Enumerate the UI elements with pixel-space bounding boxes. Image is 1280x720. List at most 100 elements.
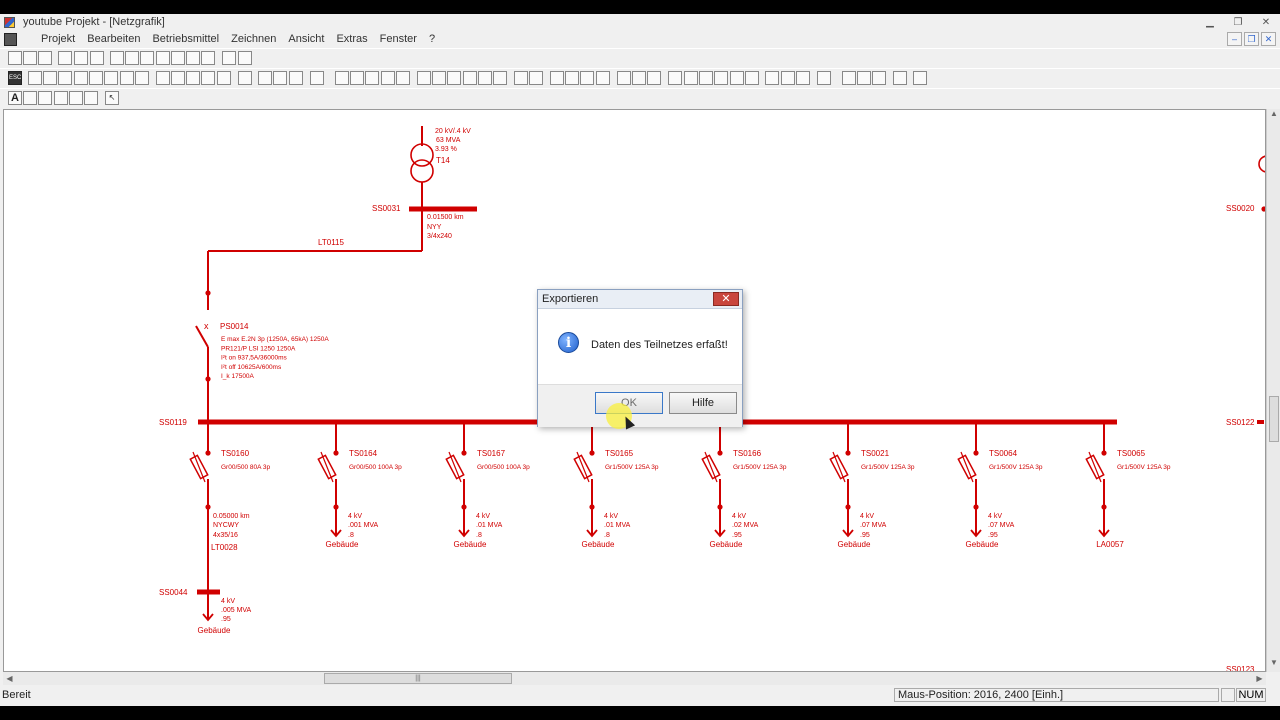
tb2-tool-button[interactable]	[745, 71, 759, 85]
vertical-scrollbar[interactable]: ▲ ▼	[1266, 109, 1280, 672]
tb2-tool-button[interactable]	[58, 71, 72, 85]
menu-item-3[interactable]: Zeichnen	[231, 33, 277, 45]
tb2-tool-button[interactable]	[765, 71, 779, 85]
tb2-tool-button[interactable]	[684, 71, 698, 85]
scroll-right-icon[interactable]: ▶	[1256, 674, 1263, 683]
menu-item-1[interactable]: Bearbeiten	[87, 33, 141, 45]
tb2-tool-button[interactable]	[381, 71, 395, 85]
scroll-up-icon[interactable]: ▲	[1270, 109, 1278, 118]
doc-minimize-icon[interactable]: –	[1227, 32, 1242, 46]
tb1-tool-button[interactable]	[222, 51, 236, 65]
tb1-tool-button[interactable]	[23, 51, 37, 65]
tb1-tool-button[interactable]	[201, 51, 215, 65]
maximize-icon[interactable]: ❐	[1233, 17, 1243, 28]
tb1-tool-button[interactable]	[125, 51, 139, 65]
tb2-tool-button[interactable]	[417, 71, 431, 85]
horizontal-scroll-thumb[interactable]: |||	[324, 673, 512, 684]
menu-item-0[interactable]: Projekt	[41, 33, 76, 45]
tb2-tool-button[interactable]	[258, 71, 272, 85]
tb2-tool-button[interactable]	[238, 71, 252, 85]
tb1-tool-button[interactable]	[186, 51, 200, 65]
tb2-tool-button[interactable]	[335, 71, 349, 85]
tb2-tool-button[interactable]	[550, 71, 564, 85]
dialog-close-button[interactable]: ✕	[713, 292, 739, 306]
menu-item-7[interactable]: ?	[428, 33, 436, 45]
tb2-tool-button[interactable]	[632, 71, 646, 85]
vertical-scroll-thumb[interactable]	[1269, 396, 1279, 442]
tb2-tool-button[interactable]	[120, 71, 134, 85]
app-icon[interactable]	[4, 17, 15, 28]
tb1-tool-button[interactable]	[110, 51, 124, 65]
tb1-tool-button[interactable]	[74, 51, 88, 65]
tb2-tool-button[interactable]	[647, 71, 661, 85]
tb2-tool-button[interactable]	[156, 71, 170, 85]
doc-restore-icon[interactable]: ❐	[1244, 32, 1259, 46]
tb2-tool-button[interactable]	[596, 71, 610, 85]
scroll-left-icon[interactable]: ◀	[6, 674, 13, 683]
tb3-tool-button[interactable]	[69, 91, 83, 105]
tb1-tool-button[interactable]	[38, 51, 52, 65]
tb2-tool-button[interactable]	[43, 71, 57, 85]
scroll-down-icon[interactable]: ▼	[1270, 658, 1278, 667]
tb2-tool-button[interactable]	[714, 71, 728, 85]
tb2-tool-button[interactable]	[217, 71, 231, 85]
tb1-tool-button[interactable]	[140, 51, 154, 65]
tb2-tool-button[interactable]	[668, 71, 682, 85]
tb2-tool-button[interactable]	[432, 71, 446, 85]
document-icon[interactable]	[4, 33, 17, 46]
tb2-tool-button[interactable]	[478, 71, 492, 85]
tb2-tool-button[interactable]	[463, 71, 477, 85]
tb3-tool-button[interactable]	[38, 91, 52, 105]
tb2-tool-button[interactable]	[529, 71, 543, 85]
tb2-tool-button[interactable]	[365, 71, 379, 85]
tb2-tool-button[interactable]	[817, 71, 831, 85]
tb2-tool-button[interactable]	[171, 71, 185, 85]
tb3-tool-button[interactable]	[23, 91, 37, 105]
tb2-tool-button[interactable]	[893, 71, 907, 85]
doc-close-icon[interactable]: ✕	[1261, 32, 1276, 46]
tb1-tool-button[interactable]	[90, 51, 104, 65]
minimize-icon[interactable]: ▁	[1206, 17, 1214, 28]
tb2-tool-button[interactable]	[89, 71, 103, 85]
horizontal-scrollbar[interactable]: ◀ ||| ▶	[3, 672, 1266, 685]
tb3-tool-button[interactable]	[84, 91, 98, 105]
tb1-tool-button[interactable]	[171, 51, 185, 65]
tb1-tool-button[interactable]	[8, 51, 22, 65]
tb2-tool-button[interactable]: ESC	[8, 71, 22, 85]
tb3-tool-button[interactable]: ↖	[105, 91, 119, 105]
tb2-tool-button[interactable]	[565, 71, 579, 85]
tb2-tool-button[interactable]	[350, 71, 364, 85]
menu-item-5[interactable]: Extras	[336, 33, 368, 45]
tb2-tool-button[interactable]	[447, 71, 461, 85]
tb2-tool-button[interactable]	[201, 71, 215, 85]
tb2-tool-button[interactable]	[310, 71, 324, 85]
tb2-tool-button[interactable]	[580, 71, 594, 85]
tb2-tool-button[interactable]	[730, 71, 744, 85]
tb1-tool-button[interactable]	[58, 51, 72, 65]
tb1-tool-button[interactable]	[156, 51, 170, 65]
tb2-tool-button[interactable]	[104, 71, 118, 85]
tb2-tool-button[interactable]	[28, 71, 42, 85]
tb2-tool-button[interactable]	[617, 71, 631, 85]
tb2-tool-button[interactable]	[781, 71, 795, 85]
tb2-tool-button[interactable]	[74, 71, 88, 85]
tb2-tool-button[interactable]	[699, 71, 713, 85]
tb3-tool-button[interactable]: A	[8, 91, 22, 105]
tb2-tool-button[interactable]	[514, 71, 528, 85]
tb2-tool-button[interactable]	[796, 71, 810, 85]
tb2-tool-button[interactable]	[186, 71, 200, 85]
help-button[interactable]: Hilfe	[669, 392, 737, 414]
tb2-tool-button[interactable]	[913, 71, 927, 85]
tb2-tool-button[interactable]	[857, 71, 871, 85]
tb2-tool-button[interactable]	[273, 71, 287, 85]
tb3-tool-button[interactable]	[54, 91, 68, 105]
tb2-tool-button[interactable]	[842, 71, 856, 85]
menu-item-2[interactable]: Betriebsmittel	[152, 33, 220, 45]
close-icon[interactable]: ✕	[1261, 17, 1271, 28]
menu-item-4[interactable]: Ansicht	[288, 33, 325, 45]
tb2-tool-button[interactable]	[396, 71, 410, 85]
tb2-tool-button[interactable]	[493, 71, 507, 85]
tb1-tool-button[interactable]	[238, 51, 252, 65]
tb2-tool-button[interactable]	[135, 71, 149, 85]
